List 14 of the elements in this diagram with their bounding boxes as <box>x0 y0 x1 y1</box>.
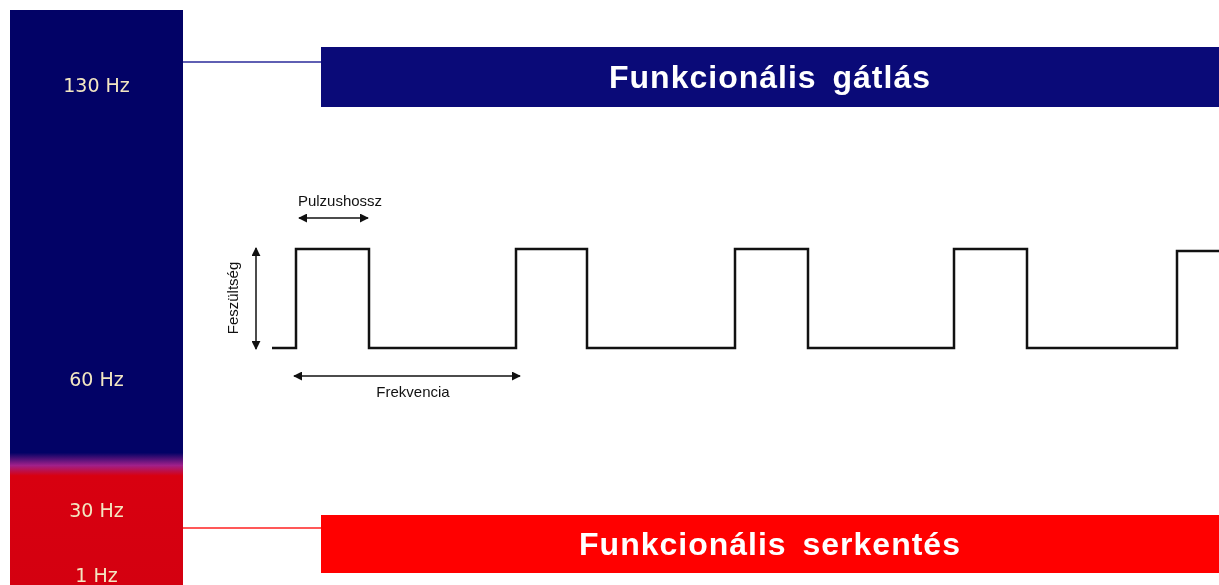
connector-line <box>182 61 322 63</box>
banner-title: Funkcionális serkentés <box>579 525 961 563</box>
frequency-label: 130 Hz <box>62 74 131 96</box>
axis-label: Feszültség <box>223 261 241 335</box>
frequency-scale-bar <box>10 10 183 585</box>
connector-line <box>182 527 322 529</box>
axis-label: Frekvencia <box>376 382 450 400</box>
frequency-label: 30 Hz <box>68 499 125 521</box>
title-banner <box>321 515 1219 573</box>
frequency-label: 60 Hz <box>68 368 125 390</box>
axis-label: Pulzushossz <box>297 191 383 209</box>
banner-title: Funkcionális gátlás <box>609 58 931 96</box>
frequency-label: 1 Hz <box>74 564 119 585</box>
title-banner <box>321 47 1219 107</box>
